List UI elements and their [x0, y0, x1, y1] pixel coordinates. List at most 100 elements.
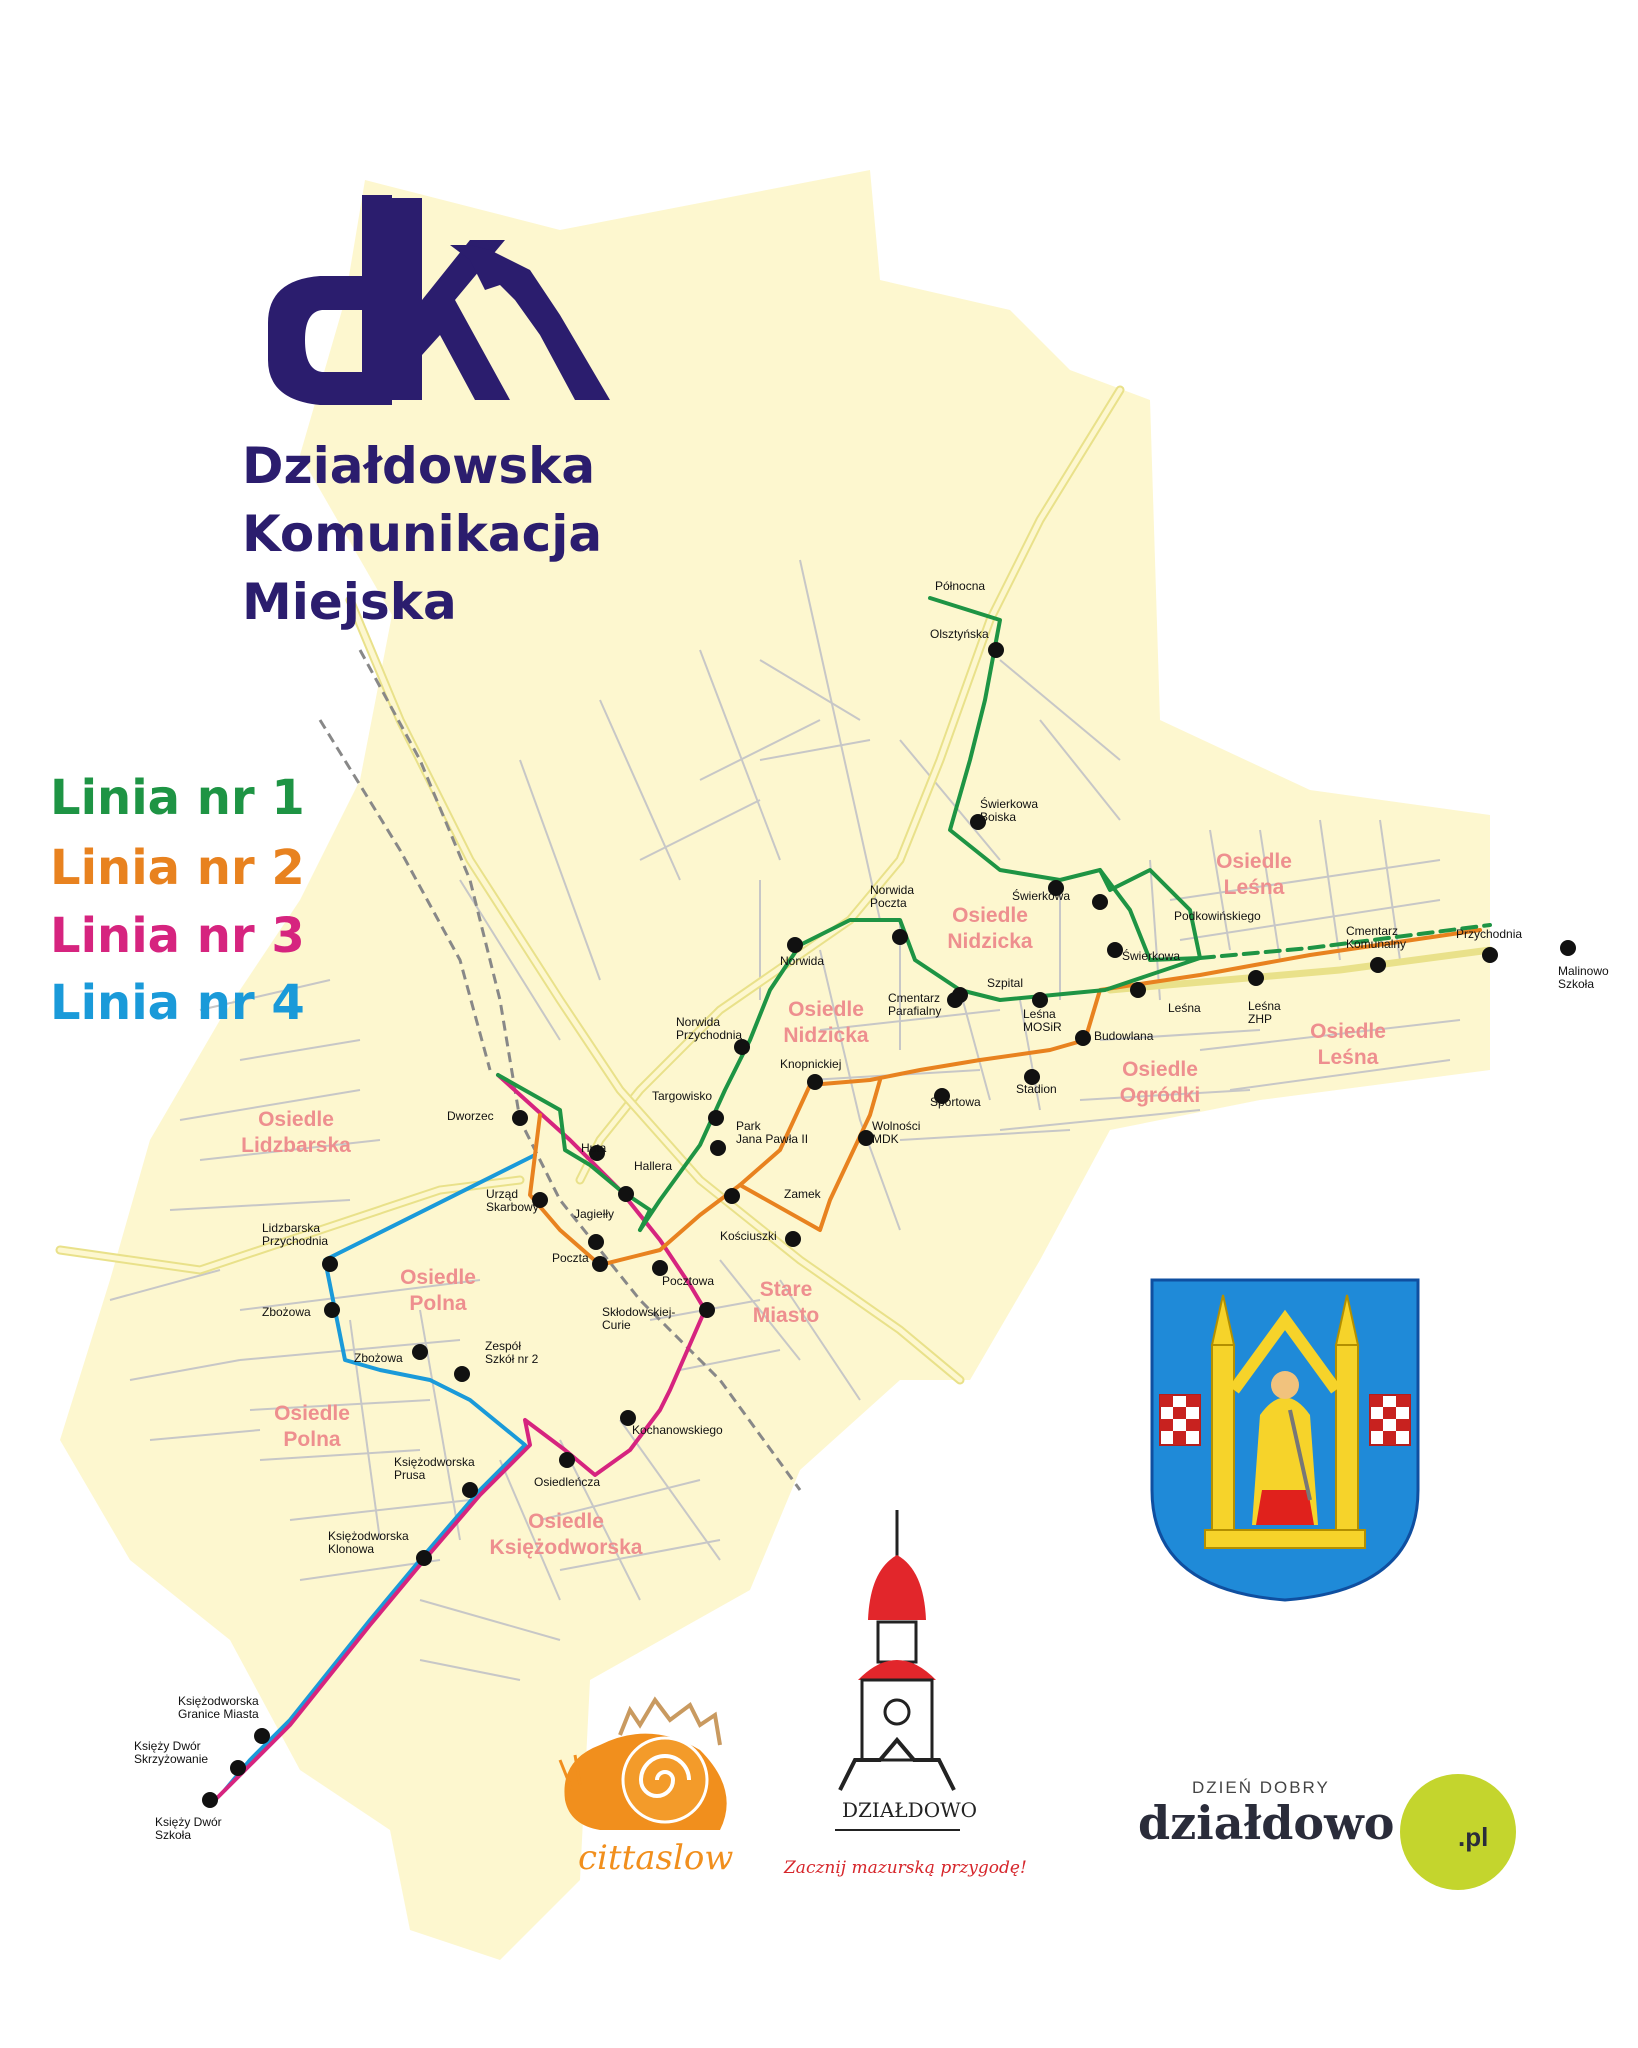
street: [699, 719, 821, 781]
bus-stop[interactable]: Olsztyńska: [930, 627, 1004, 658]
bus-stop[interactable]: Norwida: [780, 937, 824, 968]
bus-stop[interactable]: Budowlana: [1075, 1029, 1154, 1046]
bus-stop[interactable]: Dworzec: [447, 1109, 528, 1126]
bus-stop-label: MDK: [872, 1132, 899, 1146]
bus-stop-marker[interactable]: [1107, 942, 1123, 958]
bus-stop[interactable]: Knopnickiej: [780, 1057, 841, 1090]
bus-stop-marker[interactable]: [1248, 970, 1264, 986]
bus-stop-marker[interactable]: [708, 1110, 724, 1126]
legend-line-2[interactable]: Linia nr 2: [50, 840, 305, 896]
bus-stop-marker[interactable]: [532, 1192, 548, 1208]
bus-stop[interactable]: Kochanowskiego: [620, 1410, 723, 1437]
bus-stop-marker[interactable]: [1482, 947, 1498, 963]
bus-stop-marker[interactable]: [1370, 957, 1386, 973]
legend-line-1[interactable]: Linia nr 1: [50, 770, 305, 826]
bus-stop-marker[interactable]: [787, 937, 803, 953]
bus-stop[interactable]: Stadion: [1016, 1069, 1057, 1096]
bus-stop-marker[interactable]: [416, 1550, 432, 1566]
bus-stop-marker[interactable]: [710, 1140, 726, 1156]
bus-stop[interactable]: Hallera: [618, 1159, 672, 1202]
bus-stop-marker[interactable]: [454, 1366, 470, 1382]
bus-stop[interactable]: Leśna: [1130, 982, 1201, 1015]
bus-stop-marker[interactable]: [1075, 1030, 1091, 1046]
bus-stop[interactable]: Sportowa: [930, 1088, 981, 1109]
bus-stop[interactable]: Podkowińskiego: [1092, 894, 1261, 923]
bus-stop-marker[interactable]: [324, 1302, 340, 1318]
bus-stop-marker[interactable]: [230, 1760, 246, 1776]
bus-stop-marker[interactable]: [699, 1302, 715, 1318]
bus-stop[interactable]: Północna: [935, 579, 985, 593]
bus-stop-marker[interactable]: [592, 1256, 608, 1272]
bus-stop[interactable]: Skłodowskiej-Curie: [602, 1302, 715, 1332]
bus-stop-marker[interactable]: [724, 1188, 740, 1204]
bus-stop-marker[interactable]: [589, 1145, 605, 1161]
legend-line-3[interactable]: Linia nr 3: [50, 908, 305, 964]
bus-stop-marker[interactable]: [1024, 1069, 1040, 1085]
bus-stop-marker[interactable]: [652, 1260, 668, 1276]
bus-stop-marker[interactable]: [588, 1234, 604, 1250]
bus-stop[interactable]: Targowisko: [652, 1089, 724, 1126]
bus-stop-marker[interactable]: [512, 1110, 528, 1126]
bus-stop[interactable]: Przychodnia: [1456, 927, 1522, 963]
bus-stop[interactable]: Osiedleńcza: [534, 1452, 600, 1489]
legend-line-4[interactable]: Linia nr 4: [50, 975, 305, 1031]
bus-stop-marker[interactable]: [462, 1482, 478, 1498]
bus-stop-marker[interactable]: [1560, 940, 1576, 956]
district-label: Osiedle: [1122, 1058, 1198, 1081]
bus-stop-marker[interactable]: [1092, 894, 1108, 910]
bus-stop-label: Księży Dwór: [155, 1815, 222, 1829]
bus-stop[interactable]: Zamek: [724, 1187, 822, 1204]
bus-stop[interactable]: Zbożowa: [262, 1302, 340, 1319]
bus-stop-marker[interactable]: [858, 1130, 874, 1146]
bus-stop-marker[interactable]: [1032, 992, 1048, 1008]
bus-stop-marker[interactable]: [807, 1074, 823, 1090]
bus-stop-marker[interactable]: [618, 1186, 634, 1202]
bus-stop[interactable]: Kościuszki: [720, 1229, 801, 1247]
bus-stop-marker[interactable]: [559, 1452, 575, 1468]
bus-stop-marker[interactable]: [254, 1728, 270, 1744]
bus-stop-marker[interactable]: [892, 929, 908, 945]
bus-stop[interactable]: Zbożowa: [354, 1344, 428, 1365]
bus-stop-marker[interactable]: [620, 1410, 636, 1426]
bus-stop-marker[interactable]: [934, 1088, 950, 1104]
bus-stop[interactable]: Świerkowa: [1107, 942, 1180, 963]
bus-stop-marker[interactable]: [322, 1256, 338, 1272]
bus-stop-marker[interactable]: [785, 1231, 801, 1247]
bus-stop[interactable]: Huta: [581, 1141, 607, 1161]
bus-stop-label: Norwida: [870, 883, 914, 897]
bus-stop-marker[interactable]: [947, 992, 963, 1008]
bus-stop-marker[interactable]: [734, 1039, 750, 1055]
street: [289, 1499, 471, 1521]
bus-stop[interactable]: Poczta: [552, 1251, 608, 1272]
bus-stop-label: Park: [736, 1119, 762, 1133]
bus-stop-marker[interactable]: [1130, 982, 1146, 998]
bus-stop[interactable]: Jagiełły: [574, 1207, 614, 1250]
bus-stop-marker[interactable]: [412, 1344, 428, 1360]
bus-stop-marker[interactable]: [1048, 880, 1064, 896]
bus-stop[interactable]: Pocztowa: [652, 1260, 714, 1288]
bus-stop-marker[interactable]: [202, 1792, 218, 1808]
bus-stop-marker[interactable]: [988, 642, 1004, 658]
bus-stop-label: Skłodowskiej-: [602, 1305, 675, 1319]
bus-stop-marker[interactable]: [970, 814, 986, 830]
street: [1259, 829, 1281, 961]
bus-stop[interactable]: Świerkowa: [1012, 880, 1070, 903]
